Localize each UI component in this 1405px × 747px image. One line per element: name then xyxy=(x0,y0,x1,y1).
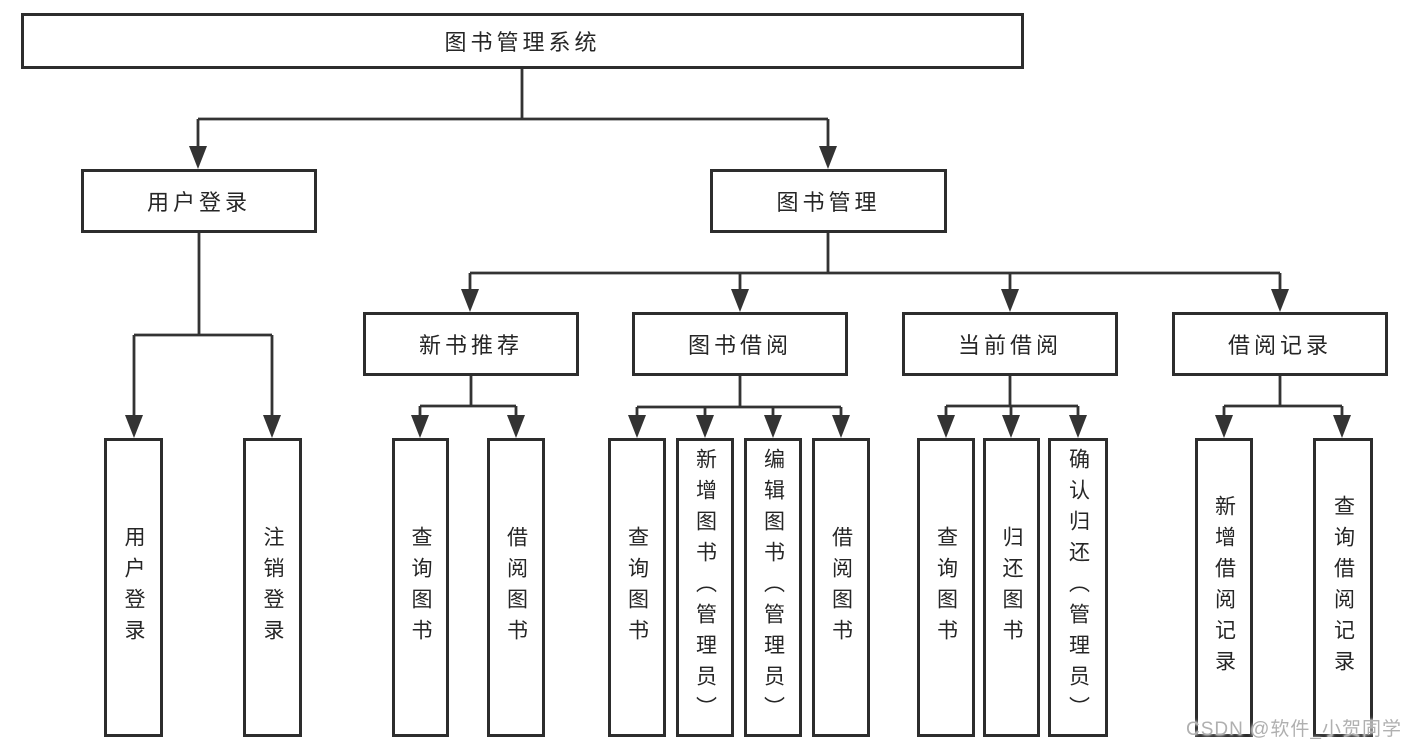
leaf-label: 借阅图书 xyxy=(829,525,853,650)
leaf-label: 确认归还（管理员） xyxy=(1066,448,1090,727)
leaf-query-books-2: 查询图书 xyxy=(608,438,666,737)
leaf-label: 查询图书 xyxy=(409,525,432,650)
leaf-label: 编辑图书（管理员） xyxy=(761,448,785,727)
arrowhead xyxy=(696,415,714,438)
arrowhead xyxy=(832,415,850,438)
arrowhead xyxy=(125,415,143,438)
leaf-query-books-3: 查询图书 xyxy=(917,438,975,737)
arrowhead xyxy=(1002,415,1020,438)
arrowhead xyxy=(189,146,207,169)
node-borrowing-records: 借阅记录 xyxy=(1172,312,1388,376)
arrowhead xyxy=(263,415,281,438)
leaf-label: 查询借阅记录 xyxy=(1331,494,1355,681)
node-book-borrowing: 图书借阅 xyxy=(632,312,848,376)
arrowhead xyxy=(461,289,479,312)
leaf-label: 新增图书（管理员） xyxy=(693,448,717,727)
node-current-borrowing: 当前借阅 xyxy=(902,312,1118,376)
leaf-label: 注销登录 xyxy=(261,525,284,650)
leaf-edit-book-admin: 编辑图书（管理员） xyxy=(744,438,802,737)
arrowhead xyxy=(411,415,429,438)
arrowhead xyxy=(507,415,525,438)
arrowhead xyxy=(1271,289,1289,312)
leaf-return-book: 归还图书 xyxy=(983,438,1040,737)
node-user-login: 用户登录 xyxy=(81,169,317,233)
arrowhead xyxy=(628,415,646,438)
leaf-borrow-books-2: 借阅图书 xyxy=(812,438,870,737)
arrowhead xyxy=(1333,415,1351,438)
arrowhead xyxy=(1001,289,1019,312)
arrowhead xyxy=(1215,415,1233,438)
csdn-watermark: CSDN @软件_小贺同学 xyxy=(1186,719,1402,740)
node-book-management: 图书管理 xyxy=(710,169,947,233)
node-library-management-system: 图书管理系统 xyxy=(21,13,1024,69)
arrowhead xyxy=(819,146,837,169)
leaf-user-login: 用户登录 xyxy=(104,438,163,737)
leaf-borrow-books: 借阅图书 xyxy=(487,438,545,737)
arrowhead xyxy=(731,289,749,312)
leaf-label: 查询图书 xyxy=(625,525,649,650)
leaf-label: 借阅图书 xyxy=(504,525,528,650)
leaf-query-borrow-record: 查询借阅记录 xyxy=(1313,438,1373,737)
arrowhead xyxy=(764,415,782,438)
leaf-query-books: 查询图书 xyxy=(392,438,449,737)
leaf-label: 用户登录 xyxy=(122,525,145,650)
leaf-add-book-admin: 新增图书（管理员） xyxy=(676,438,734,737)
leaf-add-borrow-record: 新增借阅记录 xyxy=(1195,438,1253,737)
node-new-book-recommendation: 新书推荐 xyxy=(363,312,579,376)
leaf-label: 查询图书 xyxy=(934,525,958,650)
leaf-label: 新增借阅记录 xyxy=(1212,494,1236,681)
arrowhead xyxy=(937,415,955,438)
leaf-label: 归还图书 xyxy=(1000,525,1023,650)
leaf-confirm-return-admin: 确认归还（管理员） xyxy=(1048,438,1108,737)
leaf-logout: 注销登录 xyxy=(243,438,302,737)
arrowhead xyxy=(1069,415,1087,438)
